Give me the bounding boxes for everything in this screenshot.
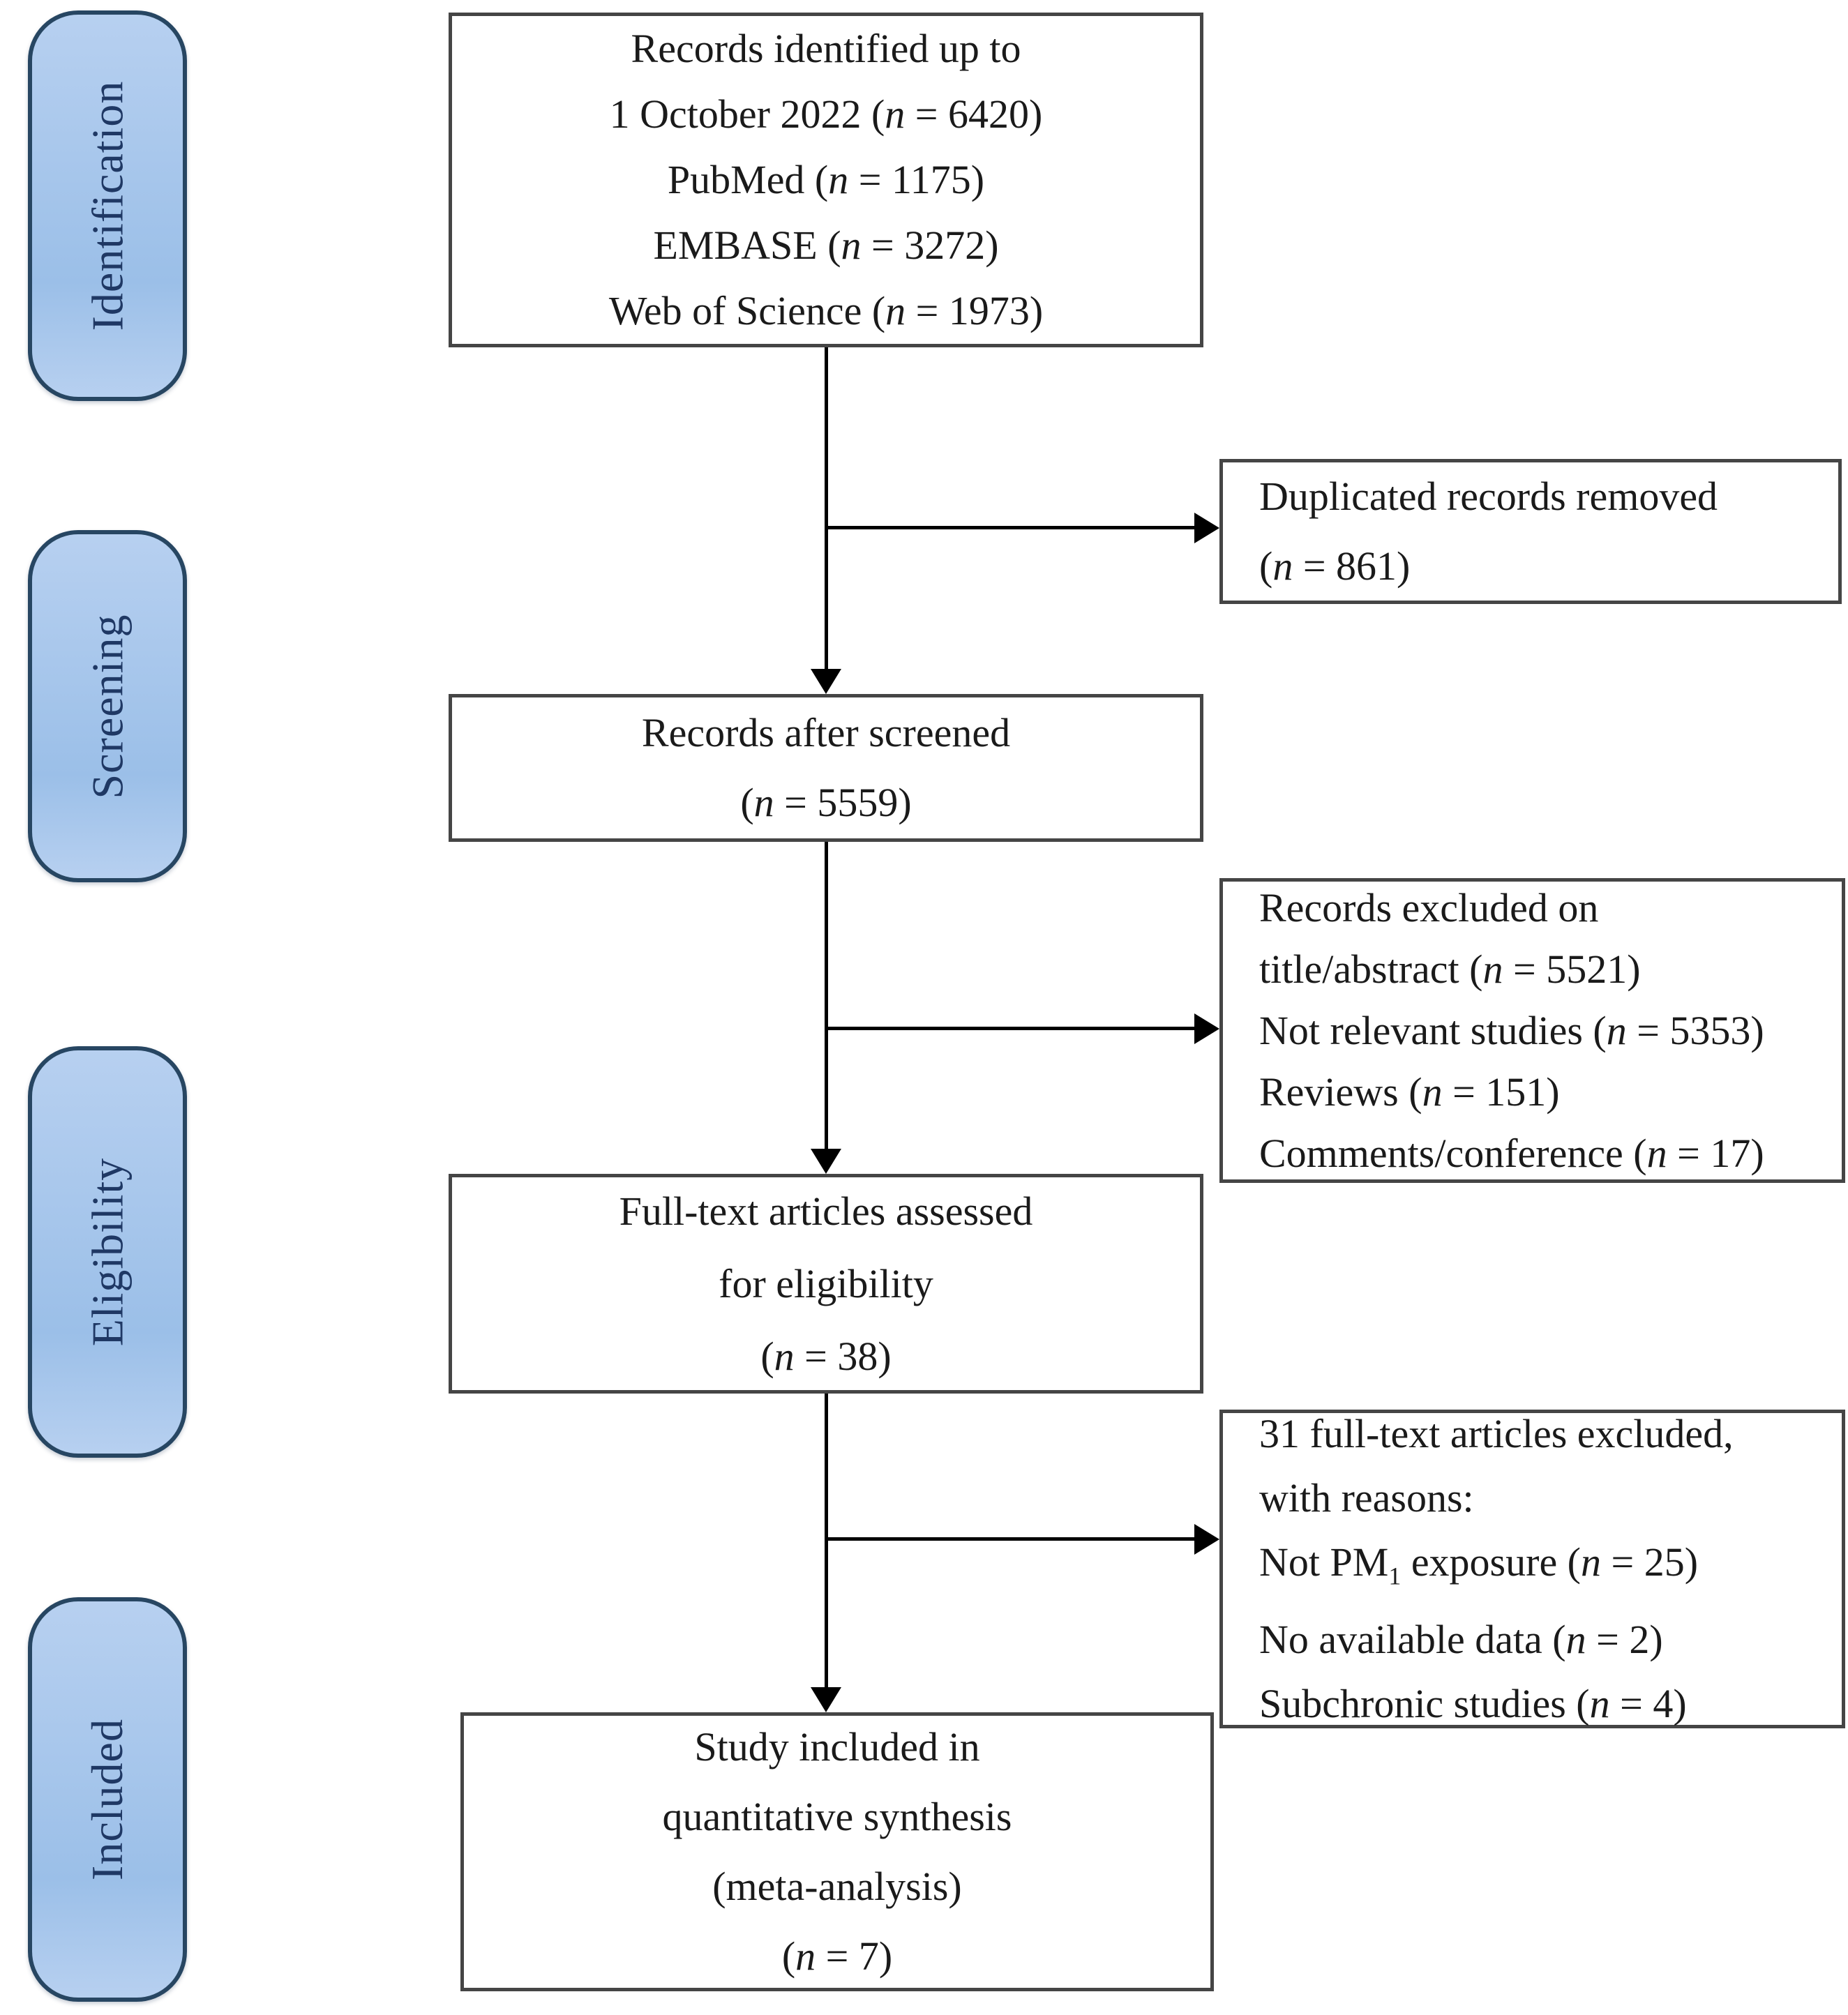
text-line: (n = 5559) (740, 780, 912, 825)
text-line: (n = 38) (760, 1333, 892, 1379)
stage-included-label: Included (82, 1719, 132, 1880)
text-line: Study included in (694, 1724, 980, 1769)
arrowhead-down-icon-2 (811, 1149, 841, 1174)
text-line: Reviews (n = 151) (1259, 1069, 1560, 1115)
arrow-branch-segment-2 (825, 1027, 1194, 1030)
text-line: (meta-analysis) (712, 1864, 962, 1909)
text-line: (n = 7) (781, 1933, 893, 1979)
arrowhead-down-icon-3 (811, 1687, 841, 1712)
fulltext-excluded-box: 31 full-text articles excluded, with rea… (1219, 1410, 1845, 1728)
text-line: Full-text articles assessed (619, 1188, 1033, 1234)
arrowhead-down-icon-1 (811, 669, 841, 694)
stage-included: Included (28, 1597, 187, 2002)
stage-identification-label: Identification (82, 80, 132, 331)
text-line: 31 full-text articles excluded, (1259, 1410, 1734, 1456)
stage-identification: Identification (28, 10, 187, 401)
stage-screening-label: Screening (82, 614, 132, 799)
text-line: Duplicated records removed (1259, 474, 1718, 519)
text-line: Records excluded on (1259, 884, 1599, 930)
text-line: Not relevant studies (n = 5353) (1259, 1007, 1764, 1053)
arrow-branch-segment-3 (825, 1537, 1194, 1541)
records-identified-box: Records identified up to 1 October 2022 … (449, 13, 1203, 347)
stage-screening: Screening (28, 530, 187, 882)
arrow-down-segment-2 (825, 842, 828, 1150)
text-line: Subchronic studies (n = 4) (1259, 1681, 1687, 1727)
text-line: 1 October 2022 (n = 6420) (609, 91, 1043, 137)
text-line: Comments/conference (n = 17) (1259, 1130, 1764, 1176)
study-included-box: Study included in quantitative synthesis… (460, 1712, 1214, 1991)
arrow-branch-segment-1 (825, 526, 1194, 529)
arrowhead-right-icon-1 (1194, 513, 1219, 543)
text-line: No available data (n = 2) (1259, 1617, 1663, 1663)
arrowhead-right-icon-2 (1194, 1013, 1219, 1044)
text-line: Records after screened (641, 710, 1011, 755)
fulltext-assessed-box: Full-text articles assessed for eligibil… (449, 1174, 1203, 1394)
text-line: PubMed (n = 1175) (667, 157, 985, 202)
stage-eligibility-label: Eligibility (82, 1157, 132, 1347)
text-line: (n = 861) (1259, 543, 1411, 589)
text-line: Web of Science (n = 1973) (608, 288, 1044, 333)
arrow-down-segment-1 (825, 347, 828, 670)
records-excluded-box: Records excluded on title/abstract (n = … (1219, 878, 1845, 1183)
stage-eligibility: Eligibility (28, 1046, 187, 1458)
text-line: Records identified up to (631, 26, 1021, 71)
arrow-down-segment-3 (825, 1394, 828, 1689)
text-line: EMBASE (n = 3272) (653, 222, 999, 268)
duplicates-removed-box: Duplicated records removed (n = 861) (1219, 459, 1842, 604)
records-screened-box: Records after screened (n = 5559) (449, 694, 1203, 842)
text-line: Not PM1 exposure (n = 25) (1259, 1539, 1699, 1590)
arrowhead-right-icon-3 (1194, 1524, 1219, 1555)
text-line: quantitative synthesis (662, 1794, 1012, 1839)
text-line: title/abstract (n = 5521) (1259, 946, 1641, 992)
text-line: with reasons: (1259, 1474, 1474, 1520)
text-line: for eligibility (719, 1260, 933, 1306)
